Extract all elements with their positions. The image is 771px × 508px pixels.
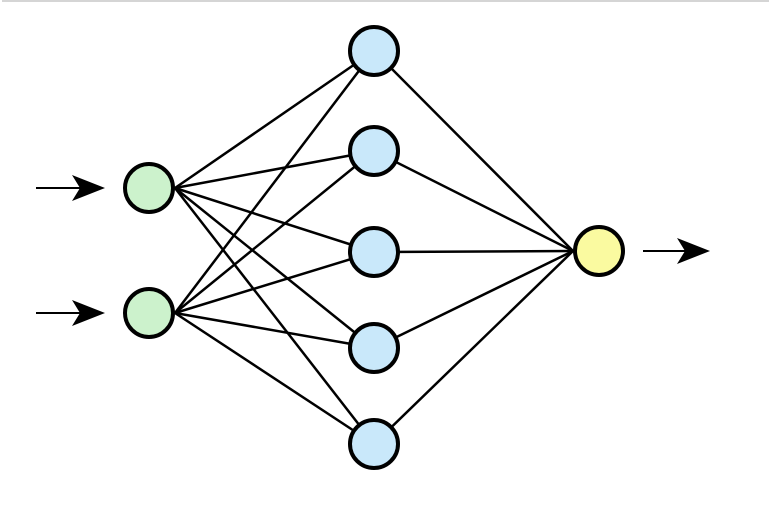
node-hidden-1 [348, 25, 400, 77]
edge-input-1-hidden-3 [174, 186, 375, 254]
edge-hidden-2-output-1 [373, 149, 574, 253]
node-input-1 [123, 162, 175, 214]
node-output-1 [573, 225, 625, 277]
node-hidden-4 [348, 322, 400, 374]
edge-hidden-5-output-1 [373, 250, 574, 445]
input-arrow-2-icon [72, 300, 105, 326]
edge-input-2-hidden-2 [174, 150, 375, 314]
edge-input-1-hidden-2 [174, 149, 375, 190]
node-hidden-5 [348, 418, 400, 470]
edge-hidden-4-output-1 [373, 249, 574, 350]
node-input-2 [123, 287, 175, 339]
edge-input-2-hidden-5 [174, 311, 375, 446]
input-arrow-1-icon [72, 175, 105, 201]
top-border-divider [2, 0, 769, 2]
edge-input-2-hidden-1 [174, 50, 375, 314]
edge-input-2-hidden-4 [174, 311, 375, 350]
edge-input-2-hidden-3 [174, 250, 375, 315]
edge-input-1-hidden-1 [174, 49, 375, 190]
output-arrow-icon [677, 238, 710, 264]
edge-input-1-hidden-5 [174, 187, 375, 445]
edge-input-1-hidden-4 [174, 187, 375, 349]
edge-hidden-1-output-1 [373, 50, 574, 252]
node-hidden-3 [348, 226, 400, 278]
node-hidden-2 [348, 125, 400, 177]
edge-hidden-3-output-1 [373, 249, 574, 254]
